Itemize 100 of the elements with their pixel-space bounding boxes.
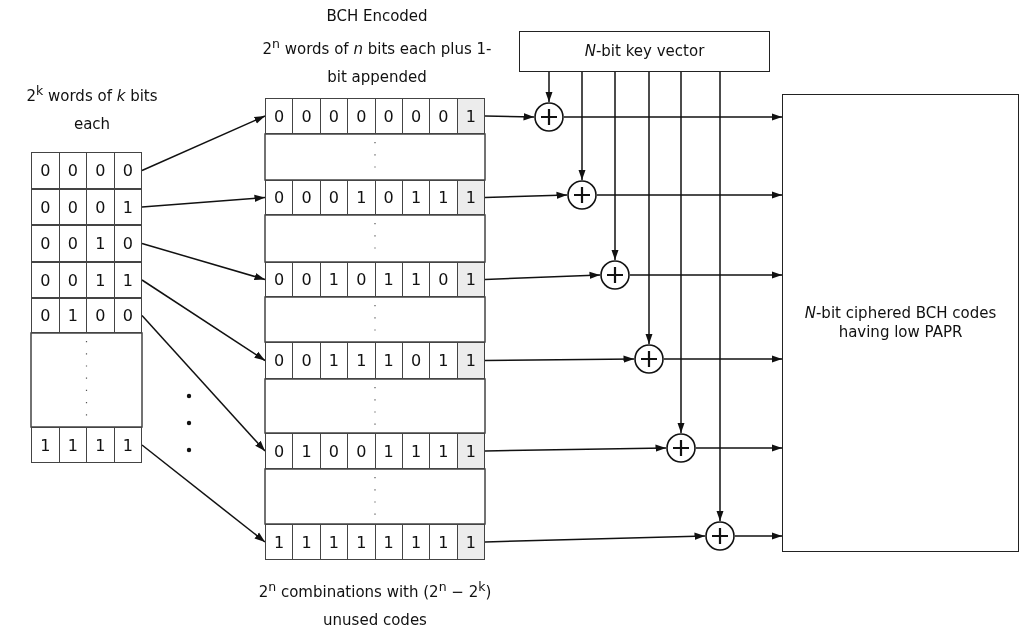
bit-cell: 0 xyxy=(320,434,349,468)
bit-cell: 0 xyxy=(320,99,349,133)
arrow xyxy=(677,71,685,434)
arrow xyxy=(141,115,266,172)
block-box xyxy=(519,31,770,72)
bit-cell: 0 xyxy=(59,226,87,261)
code-word-row xyxy=(265,180,485,215)
arrow xyxy=(663,355,783,363)
bit-cell: 1 xyxy=(375,263,403,296)
caption-text: BCH Encoded xyxy=(325,6,429,27)
arrow xyxy=(545,71,553,103)
arrow xyxy=(141,279,266,362)
arrow xyxy=(563,113,783,121)
bit-cell: 0 xyxy=(266,434,294,468)
bit-cell: 1 xyxy=(457,343,484,378)
arrow xyxy=(484,355,635,363)
arrow xyxy=(141,444,266,543)
code-word-row xyxy=(31,262,142,298)
arrow xyxy=(645,71,653,345)
arrow xyxy=(734,532,783,540)
bit-cell: 0 xyxy=(266,99,294,133)
bit-cell: 1 xyxy=(457,181,484,214)
bit-cell: 1 xyxy=(87,428,115,462)
bit-cell: 1 xyxy=(375,525,403,559)
bit-cell: 1 xyxy=(457,434,484,468)
bit-cell: 1 xyxy=(375,343,403,378)
bit-cell: 0 xyxy=(348,434,376,468)
bit-cell: 1 xyxy=(266,525,294,559)
code-word-row xyxy=(31,298,142,333)
bit-cell: 1 xyxy=(402,434,431,468)
bit-cell: 0 xyxy=(32,299,60,332)
bit-cell: 1 xyxy=(402,525,431,559)
bit-cell: 0 xyxy=(293,263,321,296)
arrow xyxy=(484,271,601,281)
bit-cell: 0 xyxy=(348,99,376,133)
bit-cell: 1 xyxy=(430,181,458,214)
bit-cell: 0 xyxy=(87,299,115,332)
bit-cell-text: 0 xyxy=(121,305,134,327)
bit-cell: 0 xyxy=(59,190,87,224)
bit-cell: 1 xyxy=(457,263,484,296)
bit-cell-text: 1 xyxy=(121,196,134,219)
block-box xyxy=(782,94,1019,552)
code-word-row xyxy=(265,98,485,134)
code-word-row xyxy=(31,427,142,463)
bit-cell: 1 xyxy=(87,226,115,261)
bit-cell: 0 xyxy=(87,153,115,188)
arrow xyxy=(611,71,619,261)
bit-cell: 0 xyxy=(266,343,294,378)
bit-cell: 0 xyxy=(32,263,60,297)
arrow xyxy=(484,191,568,199)
bit-cell: 1 xyxy=(348,343,376,378)
bit-cell: 0 xyxy=(59,153,87,188)
code-word-row xyxy=(31,152,142,189)
bit-cell-text: 1 xyxy=(121,434,134,457)
box-label: N-bit key vector xyxy=(584,41,705,62)
bit-cell: 0 xyxy=(293,343,321,378)
box-label: N-bit ciphered BCH codes having low PAPR xyxy=(803,303,998,343)
caption-text: 2$^{n}$ words of n bits each plus 1-bit appended xyxy=(262,35,492,88)
bit-cell: 1 xyxy=(320,525,349,559)
bit-cell: 0 xyxy=(32,153,60,188)
code-word-row xyxy=(31,225,142,262)
bit-cell: 1 xyxy=(87,263,115,297)
bit-cell: 1 xyxy=(320,263,349,296)
arrow xyxy=(629,271,783,279)
bit-cell: 1 xyxy=(457,99,484,133)
bit-cell: 0 xyxy=(430,263,458,296)
bit-cell: 0 xyxy=(266,181,294,214)
bit-cell: 0 xyxy=(266,263,294,296)
bit-cell-text: 1 xyxy=(121,269,134,292)
bit-cell: 1 xyxy=(402,263,431,296)
caption-text: 2$^{n}$ combinations with (2$^{n}$ − 2$^{k}$) unused codes xyxy=(257,578,493,631)
bit-cell: 0 xyxy=(59,263,87,297)
code-word-row xyxy=(265,433,485,469)
bit-cell: 0 xyxy=(375,99,403,133)
bit-cell: 1 xyxy=(430,434,458,468)
bit-cell: 1 xyxy=(375,434,403,468)
bit-cell: 1 xyxy=(59,299,87,332)
bit-cell: 0 xyxy=(293,181,321,214)
arrow xyxy=(141,242,266,281)
arrow xyxy=(596,191,783,199)
bit-cell: 0 xyxy=(32,190,60,224)
bit-cell: 1 xyxy=(430,343,458,378)
code-word-row xyxy=(31,189,142,225)
bit-cell: 1 xyxy=(402,181,431,214)
bit-cell: 0 xyxy=(32,226,60,261)
caption-text: 2$^{k}$ words of k bits each xyxy=(25,82,159,135)
arrow xyxy=(578,71,586,181)
arrow xyxy=(141,194,266,208)
arrow xyxy=(141,314,266,452)
bit-cell: 0 xyxy=(402,343,431,378)
bit-cell: 0 xyxy=(375,181,403,214)
bit-cell: 1 xyxy=(293,434,321,468)
bit-cell: 1 xyxy=(320,343,349,378)
code-word-row xyxy=(265,342,485,379)
bit-cell: 1 xyxy=(32,428,60,462)
bit-cell: 1 xyxy=(457,525,484,559)
bit-cell: 0 xyxy=(87,190,115,224)
bit-cell: 0 xyxy=(293,99,321,133)
bit-cell: 1 xyxy=(430,525,458,559)
arrow xyxy=(484,113,535,121)
